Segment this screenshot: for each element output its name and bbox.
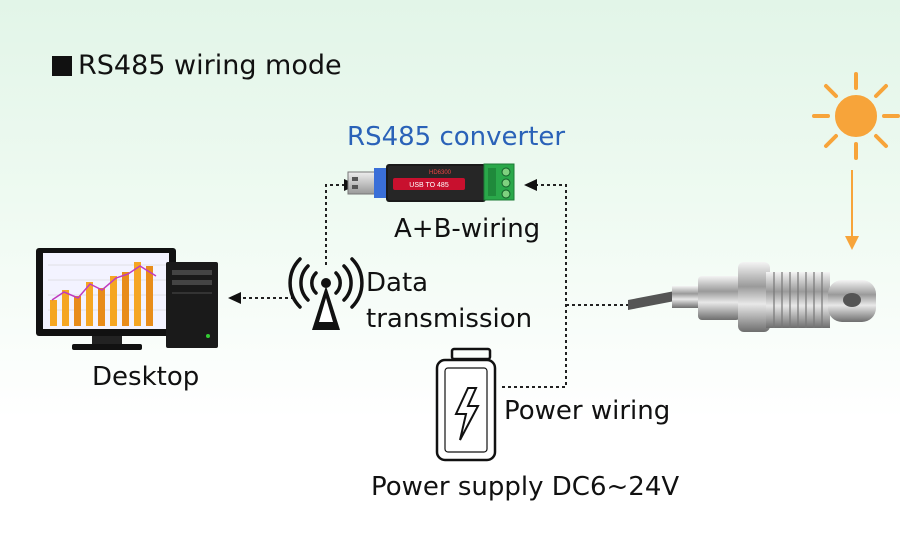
sunlight-arrow-icon <box>845 170 859 250</box>
converter-brand-text: HD6300 <box>429 170 452 176</box>
battery-icon <box>435 347 497 462</box>
converter-title: RS485 converter <box>347 122 566 152</box>
data-label-line1: Data <box>366 268 429 298</box>
usb-converter-device: USB TO 485 HD6300 <box>347 163 515 202</box>
sensor-probe <box>628 262 876 332</box>
square-bullet-icon <box>52 55 72 76</box>
antenna-tower-icon <box>288 257 364 330</box>
ab-wiring-label: A+B-wiring <box>394 214 541 244</box>
arrow-to-desktop-icon <box>228 292 241 304</box>
diagram-heading: RS485 wiring mode <box>52 50 342 81</box>
dotted-wires <box>240 184 628 388</box>
data-label-line2: transmission <box>366 304 533 334</box>
heading-text: RS485 wiring mode <box>78 50 342 81</box>
power-supply-label: Power supply DC6~24V <box>371 472 680 502</box>
desktop-computer-icon <box>36 248 218 350</box>
desktop-label: Desktop <box>92 362 200 392</box>
arrow-from-converter-icon <box>524 179 537 191</box>
converter-device-text: USB TO 485 <box>409 182 449 189</box>
power-wiring-label: Power wiring <box>504 396 671 426</box>
sun-icon <box>812 72 900 160</box>
